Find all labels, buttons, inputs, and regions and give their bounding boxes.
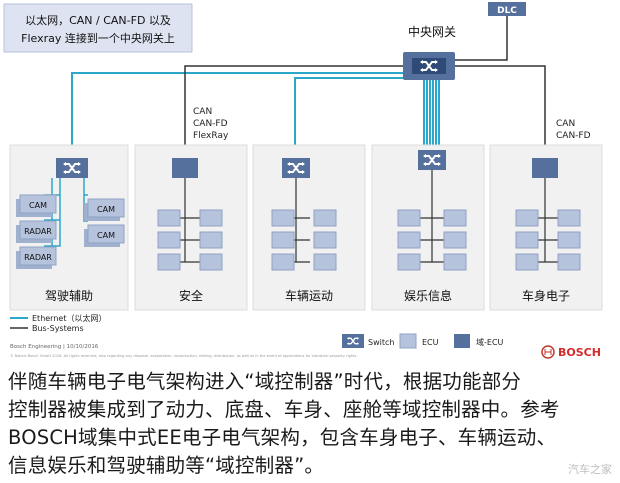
watermark: 汽车之家: [568, 463, 612, 476]
vehicle-motion-ecu-4: [313, 231, 337, 249]
callout-line2: Flexray 连接到一个中央网关上: [21, 31, 175, 45]
safety-ecu-5: [157, 253, 181, 271]
ecu-legend-swatch: [399, 333, 417, 349]
domain-label-vehicle-motion: 车辆运动: [285, 288, 333, 303]
adas-domain: CAM RADAR RADAR CAM CAM: [16, 158, 125, 269]
legend-bus: Bus-Systems: [32, 324, 84, 333]
panel-infotainment: [371, 144, 485, 311]
vehicle-motion-ecu-2: [313, 209, 337, 227]
infotainment-ecu-3: [397, 231, 421, 249]
caption-line-1: 伴随车辆电子电气架构进入“域控制器”时代，根据功能部分: [8, 370, 522, 393]
body-electronics-domain: [515, 158, 581, 271]
adas-ecu-1: [19, 194, 57, 214]
caption-line-4: 信息娱乐和驾驶辅助等“域控制器”。: [8, 454, 325, 477]
dlc-connector: DLC: [488, 2, 526, 16]
architecture-diagram: 以太网，CAN / CAN-FD 以及 Flexray 连接到一个中央网关上 中…: [3, 2, 603, 359]
bosch-emblem-icon: [541, 345, 555, 359]
safety-ecu-1: [157, 209, 181, 227]
vehicle-motion-ecu-3: [271, 231, 295, 249]
vehicle-motion-domain: [271, 158, 337, 271]
body-ecu-5: [515, 253, 539, 271]
legend-ethernet: Ethernet（以太网）: [32, 313, 106, 323]
safety-ecu-2: [199, 209, 223, 227]
adas-ecu-4: [87, 198, 125, 218]
infotainment-ecu-4: [443, 231, 467, 249]
caption-line-2: 控制器被集成到了动力、底盘、车身、座舱等域控制器中。参考: [8, 398, 560, 421]
domain-label-adas: 驾驶辅助: [45, 288, 93, 303]
dlc-bus-line: [454, 16, 508, 61]
domain-ecu-legend-swatch: [454, 334, 470, 348]
body-ecu-2: [557, 209, 581, 227]
adas-ecu-label-5: CAM: [97, 231, 115, 240]
adas-ecu-2: [19, 220, 57, 240]
caption-line-3: BOSCH域集中式EE电子电气架构，包含车身电子、车辆运动、: [8, 426, 557, 449]
bosch-logo: BOSCH: [541, 345, 601, 359]
caption-block: 伴随车辆电子电气架构进入“域控制器”时代，根据功能部分 控制器被集成到了动力、底…: [8, 368, 614, 482]
body-bus-label-2: CAN-FD: [556, 131, 591, 141]
vehicle-motion-ecu-6: [313, 253, 337, 271]
infotainment-ecu-1: [397, 209, 421, 227]
infotainment-ecu-5: [397, 253, 421, 271]
vehicle-motion-ecu-5: [271, 253, 295, 271]
safety-bus-label-1: CAN: [193, 107, 212, 117]
bosch-wordmark: BOSCH: [558, 346, 601, 359]
body-ecu-3: [515, 231, 539, 249]
vehicle-motion-ecu-1: [271, 209, 295, 227]
safety-ecu-4: [199, 231, 223, 249]
line-legend: Ethernet（以太网） Bus-Systems: [10, 313, 106, 333]
body-electronics-domain-ecu: [532, 158, 558, 178]
safety-domain-ecu: [172, 158, 198, 178]
central-gateway-label: 中央网关: [408, 24, 456, 39]
body-ecu-4: [557, 231, 581, 249]
safety-ecu-6: [199, 253, 223, 271]
ethernet-backbone: [71, 72, 440, 158]
body-ecu-1: [515, 209, 539, 227]
adas-ecu-label-3: RADAR: [24, 253, 52, 262]
domain-label-infotainment: 娱乐信息: [404, 288, 452, 303]
bus-lines: [184, 65, 546, 158]
domain-label-body-electronics: 车身电子: [522, 288, 570, 303]
dlc-label: DLC: [497, 6, 517, 16]
callout-box: 以太网，CAN / CAN-FD 以及 Flexray 连接到一个中央网关上: [3, 3, 193, 53]
infotainment-domain: [397, 150, 467, 271]
legend-domain-ecu: 域-ECU: [476, 337, 504, 347]
adas-ecu-3: [19, 246, 57, 266]
adas-ecu-label-4: CAM: [97, 205, 115, 214]
body-bus-label-1: CAN: [556, 119, 575, 129]
symbol-legend: Switch ECU 域-ECU: [342, 333, 504, 349]
callout-line1: 以太网，CAN / CAN-FD 以及: [25, 14, 171, 27]
body-ecu-6: [557, 253, 581, 271]
central-gateway-switch: [403, 52, 455, 80]
adas-ecu-5: [87, 224, 125, 244]
safety-ecu-3: [157, 231, 181, 249]
legend-switch: Switch: [368, 338, 394, 347]
footer-engineering: Bosch Engineering | 10/10/2016: [10, 344, 99, 350]
adas-ecu-label-1: CAM: [29, 201, 47, 210]
safety-bus-label-2: CAN-FD: [193, 119, 228, 129]
adas-ecu-label-2: RADAR: [24, 227, 52, 236]
safety-domain: [157, 158, 223, 271]
infotainment-ecu-6: [443, 253, 467, 271]
domain-label-safety: 安全: [179, 288, 203, 303]
legend-ecu: ECU: [422, 338, 439, 347]
infotainment-ecu-2: [443, 209, 467, 227]
safety-bus-label-3: FlexRay: [193, 131, 229, 141]
footer-copyright: © Robert Bosch GmbH 2016. All rights res…: [10, 354, 358, 358]
